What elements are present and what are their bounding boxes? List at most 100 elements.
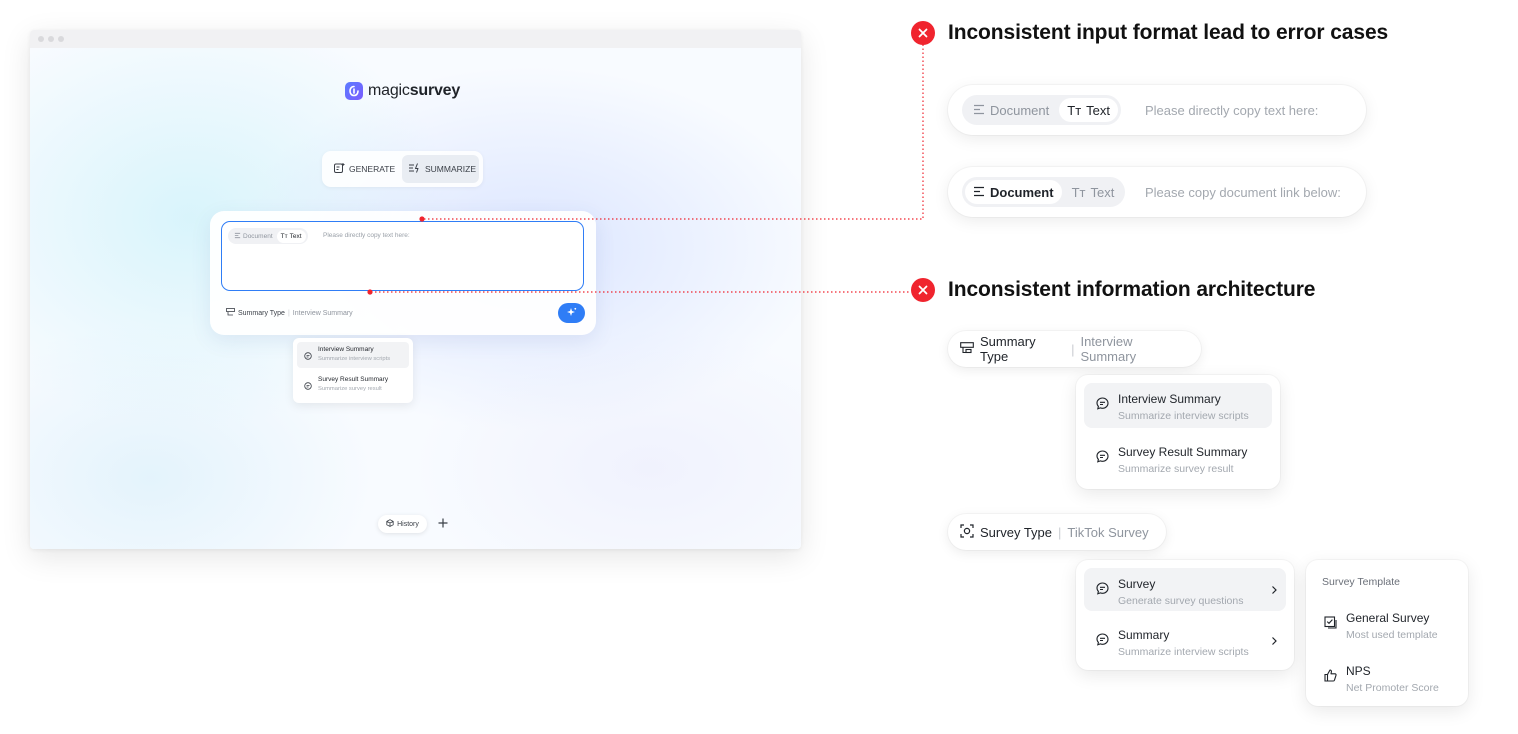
- chat-icon: [1096, 582, 1109, 600]
- history-button[interactable]: History: [378, 515, 427, 533]
- menu-item-summary[interactable]: Summary Summarize interview scripts: [1084, 619, 1286, 662]
- summary-type-label: Summary Type: [980, 334, 1036, 364]
- summary-type-label: Summary Type: [238, 309, 285, 317]
- submit-button[interactable]: [558, 303, 585, 323]
- survey-type-value: TikTok Survey: [1067, 524, 1149, 540]
- menu-item-subtitle: Summarize survey result: [1118, 463, 1234, 475]
- input-format-toggle: Document Tт Text: [962, 177, 1126, 207]
- text-format-icon: Tт: [1067, 102, 1082, 118]
- connector-input-issue: [424, 44, 924, 220]
- summary-type-dropdown: Interview Summary Summarize interview sc…: [293, 338, 413, 403]
- chat-icon: [1096, 450, 1109, 468]
- document-tab-label: Document: [243, 232, 273, 240]
- summarize-label: SUMMARIZE: [425, 164, 476, 174]
- text-input-area[interactable]: Document Tт Text Please directly copy te…: [221, 221, 584, 291]
- text-format-icon: Tт: [1071, 184, 1086, 200]
- new-button[interactable]: [434, 515, 452, 533]
- example-text-mode-input: Document Tт Text Please directly copy te…: [948, 85, 1366, 135]
- menu-item-survey-result-summary[interactable]: Survey Result Summary Summarize survey r…: [1084, 436, 1272, 481]
- input-placeholder: Please directly copy text here:: [1145, 103, 1319, 118]
- document-tab[interactable]: Document: [965, 180, 1062, 204]
- input-format-toggle: Document Tт Text: [962, 95, 1121, 125]
- dropdown-item-subtitle: Summarize interview scripts: [318, 356, 391, 362]
- input-format-toggle: Document Tт Text: [228, 228, 308, 244]
- mode-toggle: GENERATE SUMMARIZE: [322, 151, 483, 187]
- document-tab-label: Document: [990, 184, 1054, 200]
- menu-item-subtitle: Net Promoter Score: [1346, 682, 1439, 694]
- chat-icon: [1096, 397, 1109, 415]
- summarize-button[interactable]: SUMMARIZE: [402, 155, 479, 183]
- menu-item-subtitle: Summarize interview scripts: [1118, 410, 1249, 422]
- survey-type-label: Survey Type: [980, 524, 1053, 540]
- menu-item-title: Summary: [1118, 628, 1170, 642]
- chevron-right-icon: [1271, 633, 1278, 651]
- input-placeholder: Please copy document link below:: [1145, 185, 1341, 200]
- menu-item-general-survey[interactable]: General Survey Most used template: [1312, 602, 1462, 645]
- chevron-right-icon: [1271, 582, 1278, 600]
- checklist-icon: [1324, 616, 1337, 634]
- generate-button[interactable]: GENERATE: [327, 155, 397, 183]
- menu-item-subtitle: Summarize interview scripts: [1118, 646, 1249, 658]
- error-icon: [911, 278, 935, 302]
- connector-dot: [419, 216, 425, 222]
- text-tab[interactable]: Tт Text: [1059, 98, 1118, 122]
- summary-type-selector[interactable]: Summary Type | Interview Summary: [226, 308, 353, 318]
- survey-template-menu: Survey Template General Survey Most used…: [1306, 560, 1468, 706]
- dropdown-item-survey-result-summary[interactable]: Survey Result Summary Summarize survey r…: [297, 372, 409, 398]
- history-label: History: [397, 520, 419, 528]
- window-dot: [38, 36, 44, 42]
- menu-item-subtitle: Generate survey questions: [1118, 595, 1244, 607]
- issue-heading-input-format: Inconsistent input format lead to error …: [948, 21, 1389, 44]
- sparkle-icon: [566, 304, 577, 322]
- browser-title-bar: [30, 30, 801, 48]
- menu-item-subtitle: Most used template: [1346, 629, 1438, 641]
- menu-item-survey[interactable]: Survey Generate survey questions: [1084, 568, 1286, 611]
- summary-type-menu: Interview Summary Summarize interview sc…: [1076, 375, 1280, 489]
- text-format-icon: Tт: [280, 232, 288, 240]
- divider: |: [1058, 524, 1062, 540]
- menu-item-title: NPS: [1346, 664, 1371, 678]
- divider: |: [1071, 341, 1075, 357]
- menu-item-title: Survey Result Summary: [1118, 445, 1248, 459]
- scan-icon: [960, 523, 974, 541]
- window-dot: [48, 36, 54, 42]
- menu-item-nps[interactable]: NPS Net Promoter Score: [1312, 655, 1462, 698]
- issue-heading-information-architecture: Inconsistent information architecture: [948, 278, 1316, 301]
- app-logo: magicsurvey: [345, 80, 460, 102]
- plus-icon: [438, 515, 448, 533]
- summary-type-selector[interactable]: Summary Type | Interview Summary: [948, 331, 1201, 367]
- divider: |: [287, 309, 290, 317]
- summarize-icon: [408, 162, 421, 176]
- app-canvas: magicsurvey GENERATE SUMMARIZE: [30, 48, 801, 549]
- window-dot: [58, 36, 64, 42]
- text-tab-label: Text: [289, 232, 302, 240]
- document-icon: [973, 103, 985, 118]
- menu-item-title: Interview Summary: [1118, 392, 1221, 406]
- chat-icon: [304, 347, 312, 365]
- example-document-mode-input: Document Tт Text Please copy document li…: [948, 167, 1366, 217]
- dropdown-item-title: Survey Result Summary: [318, 376, 389, 383]
- thumbs-up-icon: [1324, 669, 1337, 687]
- text-tab[interactable]: Tт Text: [1064, 180, 1123, 204]
- document-tab[interactable]: Document: [230, 230, 277, 243]
- text-tab-label: Text: [1086, 102, 1110, 118]
- menu-item-title: Survey: [1118, 577, 1156, 591]
- input-card: Document Tт Text Please directly copy te…: [210, 211, 596, 335]
- survey-type-selector[interactable]: Survey Type | TikTok Survey: [948, 514, 1166, 550]
- dropdown-item-interview-summary[interactable]: Interview Summary Summarize interview sc…: [297, 342, 409, 368]
- document-tab[interactable]: Document: [965, 98, 1057, 122]
- document-icon: [234, 232, 241, 241]
- summary-type-icon: [960, 341, 974, 357]
- menu-item-title: General Survey: [1346, 611, 1430, 625]
- connector-dot: [367, 289, 373, 295]
- chat-icon: [1096, 633, 1109, 651]
- document-icon: [973, 185, 985, 200]
- input-placeholder: Please directly copy text here:: [323, 232, 410, 239]
- chat-icon: [304, 377, 312, 395]
- app-window: magicsurvey GENERATE SUMMARIZE: [30, 30, 801, 549]
- text-tab[interactable]: Tт Text: [276, 229, 306, 243]
- menu-item-interview-summary[interactable]: Interview Summary Summarize interview sc…: [1084, 383, 1272, 428]
- logo-icon: [345, 82, 363, 100]
- generate-label: GENERATE: [349, 164, 396, 174]
